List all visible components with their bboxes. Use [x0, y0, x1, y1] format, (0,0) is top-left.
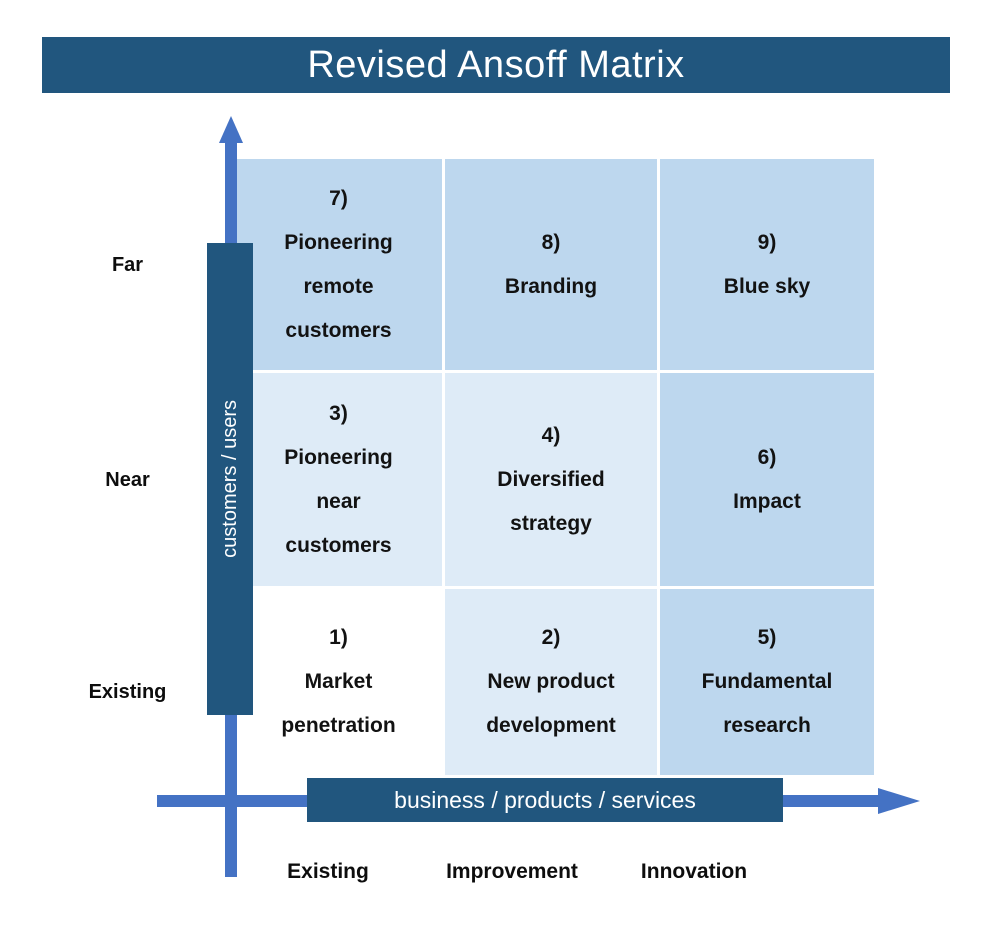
- cell-line: 8): [541, 230, 561, 254]
- cell-line: Diversified: [497, 467, 605, 491]
- cell-line: customers: [285, 533, 392, 557]
- cell-9-blue-sky: 9) Blue sky: [660, 159, 874, 370]
- cell-2-new-product-development: 2) New product development: [445, 589, 657, 775]
- cell-line: Blue sky: [723, 274, 811, 298]
- title-bar: Revised Ansoff Matrix: [42, 37, 950, 93]
- x-axis-label-bar: business / products / services: [307, 778, 783, 822]
- cell-1-market-penetration: 1) Market penetration: [235, 589, 442, 775]
- x-axis-arrowhead-right-icon: [878, 788, 920, 814]
- cell-line: Impact: [733, 489, 801, 513]
- cell-line: near: [316, 489, 361, 513]
- y-tick-far: Far: [111, 254, 144, 276]
- cell-line: remote: [303, 274, 374, 298]
- cell-line: 9): [757, 230, 777, 254]
- cell-line: 2): [541, 626, 561, 649]
- cell-line: customers: [285, 318, 392, 342]
- x-tick-existing: Existing: [287, 860, 369, 883]
- matrix-grid: 7) Pioneering remote customers 8) Brandi…: [235, 159, 874, 775]
- cell-4-diversified-strategy: 4) Diversified strategy: [445, 373, 657, 586]
- cell-line: research: [723, 714, 811, 737]
- cell-line: strategy: [510, 511, 592, 535]
- cell-line: Pioneering: [284, 445, 393, 469]
- cell-line: Fundamental: [701, 670, 833, 693]
- cell-line: Branding: [504, 274, 598, 298]
- cell-7-pioneering-remote-customers: 7) Pioneering remote customers: [235, 159, 442, 370]
- cell-line: 5): [757, 626, 777, 649]
- cell-8-branding: 8) Branding: [445, 159, 657, 370]
- cell-3-pioneering-near-customers: 3) Pioneering near customers: [235, 373, 442, 586]
- y-axis-label-bar: customers / users: [207, 243, 253, 715]
- cell-6-impact: 6) Impact: [660, 373, 874, 586]
- cell-line: 3): [329, 401, 348, 425]
- y-axis-label: customers / users: [218, 400, 241, 558]
- cell-line: penetration: [281, 714, 396, 737]
- x-tick-improvement: Improvement: [446, 860, 578, 883]
- cell-line: 6): [757, 445, 777, 469]
- cell-line: 7): [329, 186, 348, 210]
- cell-line: 4): [541, 423, 561, 447]
- x-tick-innovation: Innovation: [640, 860, 748, 883]
- cell-line: Pioneering: [284, 230, 393, 254]
- page-title: Revised Ansoff Matrix: [307, 43, 685, 86]
- cell-5-fundamental-research: 5) Fundamental research: [660, 589, 874, 775]
- cell-line: development: [486, 714, 616, 737]
- y-axis-arrowhead-up-icon: [219, 116, 243, 143]
- cell-line: Market: [304, 670, 373, 693]
- y-tick-near: Near: [105, 469, 150, 491]
- cell-line: 1): [329, 626, 348, 649]
- y-tick-existing: Existing: [88, 681, 167, 703]
- cell-line: New product: [487, 670, 615, 693]
- x-axis-label: business / products / services: [394, 786, 696, 813]
